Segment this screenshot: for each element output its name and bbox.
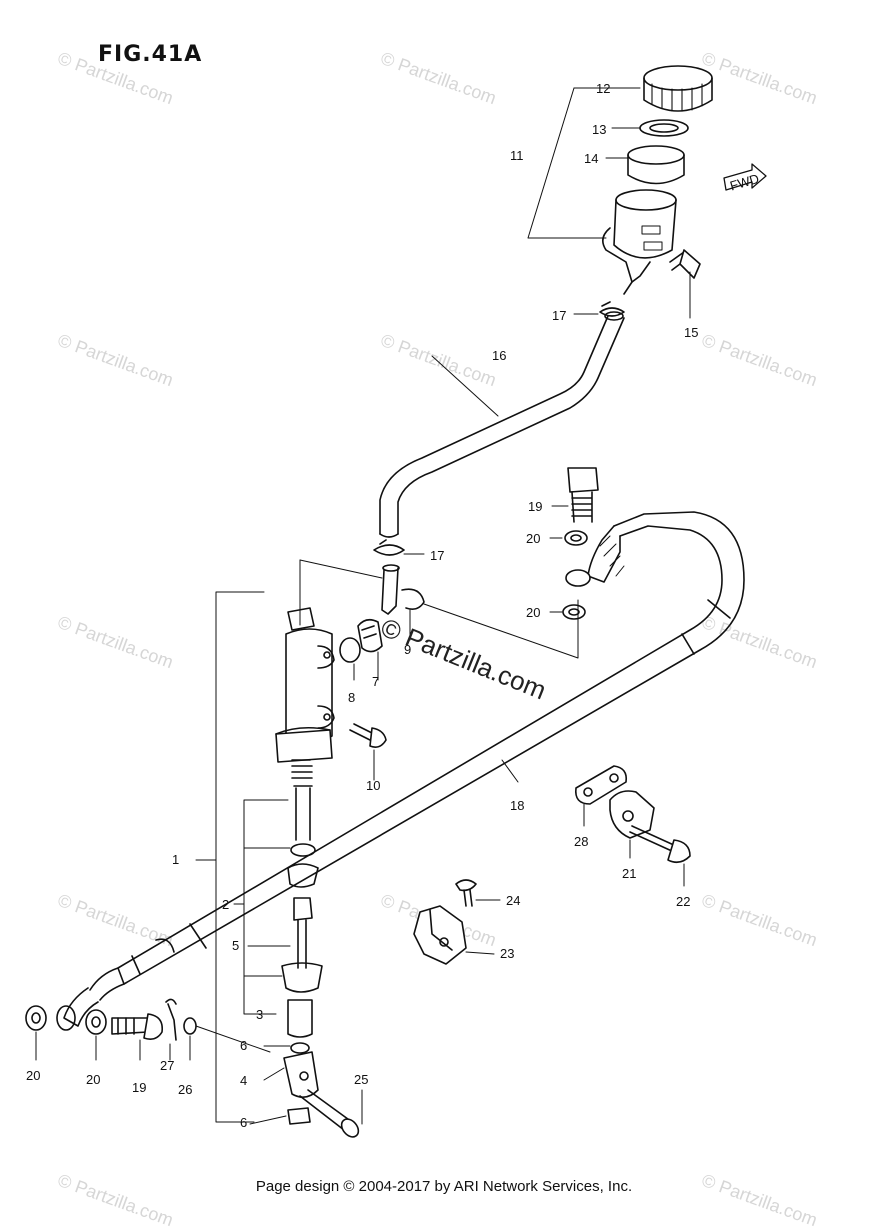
reservoir-tank (602, 189, 677, 295)
callout-14: 14 (584, 151, 598, 166)
callout-7: 7 (372, 674, 379, 689)
hose-16 (379, 311, 625, 538)
callout-6-upper: 6 (240, 1038, 247, 1053)
callout-27: 27 (160, 1058, 174, 1073)
callout-18: 18 (510, 798, 524, 813)
callout-22: 22 (676, 894, 690, 909)
figure-title: FIG.41A (98, 42, 203, 67)
nut-6-lower (287, 1107, 311, 1125)
washer-20-b (562, 604, 586, 620)
callout-21: 21 (622, 866, 636, 881)
callout-28: 28 (574, 834, 588, 849)
callout-20-b: 20 (526, 605, 540, 620)
bolt-15 (669, 249, 701, 279)
callout-17-lower: 17 (430, 548, 444, 563)
callout-10: 10 (366, 778, 380, 793)
washer-26 (183, 1017, 197, 1035)
clamp-17-upper (599, 301, 625, 317)
callout-20-c: 20 (86, 1072, 100, 1087)
callout-19-upper: 19 (528, 499, 542, 514)
callout-12: 12 (596, 81, 610, 96)
callout-24: 24 (506, 893, 520, 908)
callout-2: 2 (222, 897, 229, 912)
callout-13: 13 (592, 122, 606, 137)
callout-5: 5 (232, 938, 239, 953)
piston (293, 897, 313, 921)
boot (281, 962, 323, 993)
o-ring-8 (339, 637, 361, 663)
washer-20-c (85, 1009, 107, 1035)
callout-4: 4 (240, 1073, 247, 1088)
callout-3: 3 (256, 1007, 263, 1022)
plate-28 (574, 765, 628, 827)
master-cylinder (275, 607, 335, 763)
bolt-22 (629, 825, 691, 887)
callout-20-d: 20 (26, 1068, 40, 1083)
callout-17-upper: 17 (552, 308, 566, 323)
bolt-10 (349, 723, 387, 781)
bracket-23 (413, 905, 495, 965)
callout-23: 23 (500, 946, 514, 961)
clevis-4 (283, 1051, 319, 1098)
cotter-pin-27 (167, 1003, 177, 1041)
washer-20-d (25, 1005, 47, 1031)
piston-3 (287, 999, 313, 1038)
brake-hose-18 (56, 511, 745, 1031)
pushrod-5 (297, 919, 307, 969)
washer-20-a (564, 530, 588, 546)
bracket-21 (609, 790, 655, 859)
clevis-pin-25 (299, 1089, 363, 1138)
callout-9: 9 (404, 642, 411, 657)
callout-26: 26 (178, 1082, 192, 1097)
reservoir-plate (639, 119, 689, 137)
callout-11: 11 (510, 148, 524, 163)
callout-15: 15 (684, 325, 698, 340)
spring-2 (291, 759, 313, 841)
fwd-label: FWD (728, 171, 761, 194)
banjo-bolt-19-lower (111, 1013, 164, 1061)
callout-20-a: 20 (526, 531, 540, 546)
callout-6-lower: 6 (240, 1115, 247, 1130)
cup-seal (287, 863, 319, 888)
reservoir-diaphragm (627, 145, 685, 185)
footer-text: Page design © 2004-2017 by ARI Network S… (255, 1178, 633, 1195)
banjo-bolt-19-upper (551, 467, 599, 523)
parts-diagram: 12 13 14 11 15 17 16 17 19 20 20 9 7 8 1… (25, 65, 767, 1138)
clip-9 (401, 588, 425, 610)
union-fitting-7 (357, 618, 383, 653)
screw-24 (455, 879, 501, 907)
callout-25: 25 (354, 1072, 368, 1087)
callout-19-lower: 19 (132, 1080, 146, 1095)
callout-16: 16 (492, 348, 506, 363)
callout-8: 8 (348, 690, 355, 705)
nut-6-upper (290, 1042, 310, 1054)
reservoir-cap (643, 65, 713, 112)
washer-seal (290, 843, 316, 857)
clamp-17-lower (373, 539, 405, 556)
callout-labels: 12 13 14 11 15 17 16 17 19 20 20 9 7 8 1… (26, 81, 761, 1130)
callout-1: 1 (172, 852, 179, 867)
